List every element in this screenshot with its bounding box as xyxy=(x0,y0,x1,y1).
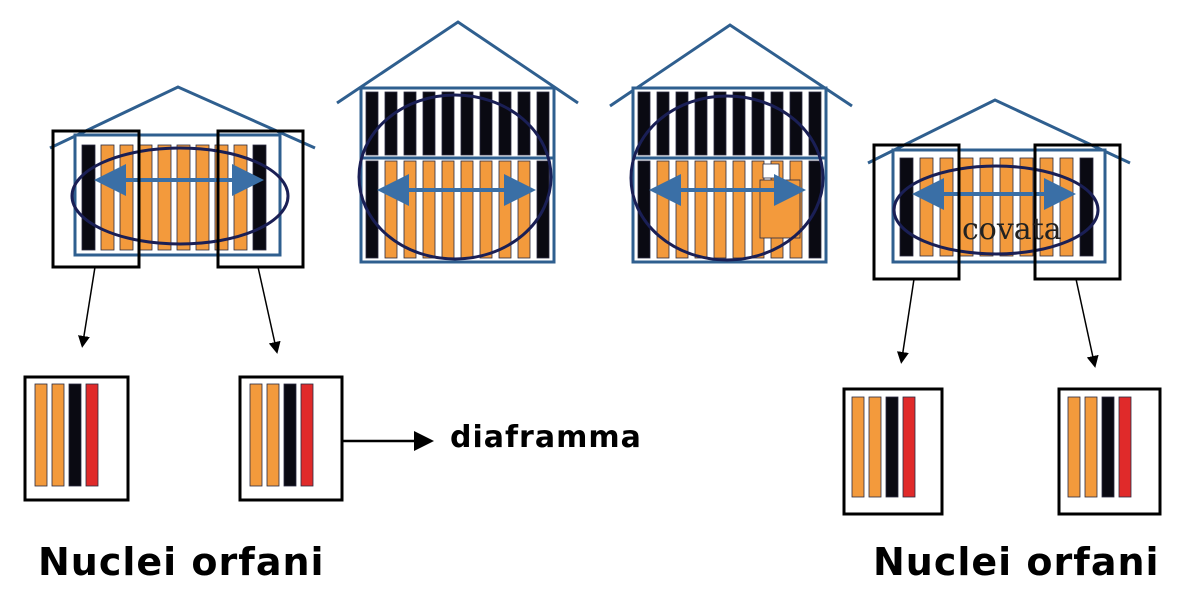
h2frames-frame xyxy=(403,91,417,156)
h3frames-frame xyxy=(694,91,708,156)
n4-frame xyxy=(1101,396,1115,498)
label-covata: covata xyxy=(962,212,1062,247)
n4-frame xyxy=(1118,396,1132,498)
hive-1 xyxy=(49,85,316,269)
n1-frame xyxy=(85,383,99,487)
n2-frame xyxy=(300,383,314,487)
hive-2-brood-ellipse xyxy=(357,93,553,261)
nucleus-2-frames xyxy=(249,383,314,487)
h1frames-frame xyxy=(195,144,210,251)
n4-frame xyxy=(1067,396,1081,498)
hive-2 xyxy=(336,20,579,264)
hive-1-brood-ellipse xyxy=(70,146,290,246)
h3frames-frame xyxy=(675,91,689,156)
n4-frame xyxy=(1084,396,1098,498)
h1frames-frame xyxy=(138,144,153,251)
h1frames-frame xyxy=(157,144,172,251)
label-nuclei-right: Nuclei orfani xyxy=(873,540,1160,584)
hive-3-roof xyxy=(609,23,853,108)
n3-frame xyxy=(851,396,865,498)
hive-1-select-box-left xyxy=(51,129,141,269)
n2-frame xyxy=(283,383,297,487)
h3frames-frame xyxy=(751,91,765,156)
nucleus-4-frames xyxy=(1067,396,1132,498)
h2frames-frame xyxy=(479,91,493,156)
h3frames-frame xyxy=(732,160,746,259)
h3frames-frame xyxy=(713,91,727,156)
h2frames-frame xyxy=(403,160,417,259)
n1-frame xyxy=(34,383,48,487)
h2frames-frame xyxy=(384,160,398,259)
hive-4-roof xyxy=(867,98,1131,165)
n3-frame xyxy=(902,396,916,498)
arrow-to-nucleus-2 xyxy=(257,266,281,354)
h3frames-frame xyxy=(694,160,708,259)
hive-3 xyxy=(609,23,853,264)
n2-frame xyxy=(266,383,280,487)
nucleus-3-frames xyxy=(851,396,916,498)
h2frames-frame xyxy=(422,160,436,259)
hive-3-brood-ellipse xyxy=(629,94,825,262)
h2frames-frame xyxy=(441,160,455,259)
h1frames-frame xyxy=(119,144,134,251)
hive-1-select-box-right xyxy=(216,129,305,269)
h4frames-frame xyxy=(1079,157,1094,257)
label-nuclei-left: Nuclei orfani xyxy=(38,540,325,584)
hive-4-select-box-left xyxy=(872,143,961,281)
h3frames-frame xyxy=(789,91,803,156)
h3frames-frame xyxy=(762,163,780,179)
h4frames-frame xyxy=(899,157,914,257)
h3frames-frame xyxy=(675,160,689,259)
n3-frame xyxy=(868,396,882,498)
arrow-to-nucleus-3 xyxy=(896,278,915,364)
n2-frame xyxy=(249,383,263,487)
h2frames-frame xyxy=(422,91,436,156)
h3frames-frame xyxy=(732,91,746,156)
h2frames-frame xyxy=(441,91,455,156)
h2frames-frame xyxy=(479,160,493,259)
h1frames-frame xyxy=(176,144,191,251)
hive-1-roof xyxy=(49,85,316,150)
h2frames-frame xyxy=(384,91,398,156)
label-diaframma: diaframma xyxy=(450,420,642,455)
hive-4-select-box-right xyxy=(1033,143,1122,281)
hive-4-brood-ellipse xyxy=(892,164,1100,256)
h3frames-frame xyxy=(713,160,727,259)
hive-4 xyxy=(867,98,1131,281)
n1-frame xyxy=(51,383,65,487)
h1frames-frame xyxy=(81,144,96,251)
h2frames-frame xyxy=(517,160,531,259)
h3frames-frame xyxy=(656,91,670,156)
h2frames-frame xyxy=(517,91,531,156)
h2frames-frame xyxy=(460,91,474,156)
arrow-to-nucleus-1 xyxy=(78,266,96,348)
arrow-to-nucleus-4 xyxy=(1075,278,1099,368)
h2frames-frame xyxy=(460,160,474,259)
hive-2-roof xyxy=(336,20,579,105)
nucleus-1-frames xyxy=(34,383,99,487)
n3-frame xyxy=(885,396,899,498)
h2frames-frame xyxy=(498,91,512,156)
n1-frame xyxy=(68,383,82,487)
h3frames-frame xyxy=(770,91,784,156)
